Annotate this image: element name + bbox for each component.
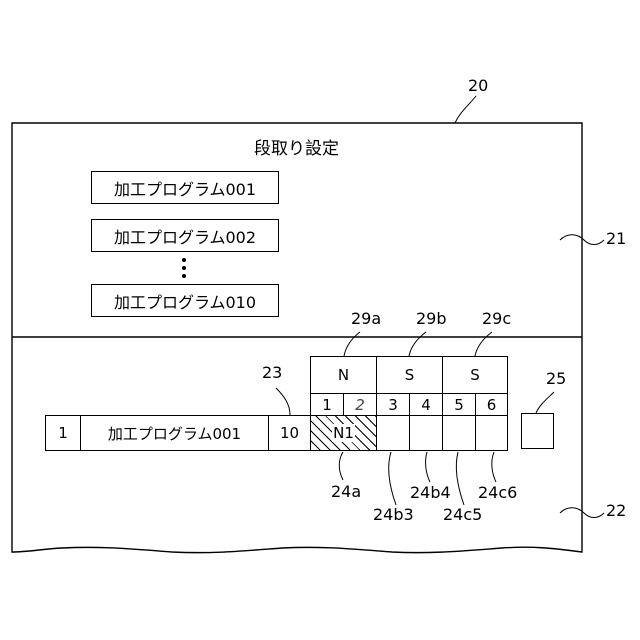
- extra-box-25[interactable]: [521, 413, 554, 449]
- ref-label-24a: 24a: [331, 483, 361, 501]
- group-header-29b: S: [376, 356, 443, 394]
- ref-label-24c6: 24c6: [478, 484, 517, 502]
- setup-title: 段取り設定: [254, 134, 339, 159]
- leader-20: [455, 96, 476, 123]
- slot-content-24c6[interactable]: [475, 415, 508, 451]
- ref-label-24c5: 24c5: [443, 506, 482, 524]
- slot-number: 1: [310, 393, 344, 416]
- leader-29a: [344, 332, 360, 356]
- group-header-29c: S: [442, 356, 508, 394]
- leader-24a: [339, 452, 343, 480]
- slot-number: 5: [442, 393, 476, 416]
- ref-label-25: 25: [546, 370, 566, 388]
- row-index-cell: 1: [45, 415, 81, 451]
- ref-label-21: 21: [606, 230, 626, 248]
- slot-number: 3: [376, 393, 410, 416]
- leader-24c5: [456, 452, 464, 505]
- slot-content-24a[interactable]: N1: [310, 415, 377, 451]
- ref-label-24b4: 24b4: [410, 484, 451, 502]
- slot-number: 2: [343, 393, 377, 416]
- slot-content-24b3[interactable]: [376, 415, 410, 451]
- ellipsis-dots: [182, 258, 188, 282]
- slot-content-24b4[interactable]: [409, 415, 443, 451]
- slot-content-label: N1: [332, 424, 355, 442]
- program-list-item[interactable]: 加工プログラム010: [91, 284, 279, 317]
- ref-label-24b3: 24b3: [373, 506, 414, 524]
- ref-label-29c: 29c: [482, 310, 511, 328]
- group-header-29a: N: [310, 356, 377, 394]
- ref-label-29a: 29a: [351, 310, 381, 328]
- ref-label-22: 22: [606, 502, 626, 520]
- leader-29b: [409, 332, 426, 356]
- slot-content-24c5[interactable]: [442, 415, 476, 451]
- ref-label-29b: 29b: [416, 310, 447, 328]
- row-program-cell[interactable]: 加工プログラム001: [80, 415, 269, 451]
- program-list-item[interactable]: 加工プログラム001: [91, 171, 279, 204]
- ref-label-20: 20: [468, 77, 488, 95]
- program-list-item[interactable]: 加工プログラム002: [91, 219, 279, 252]
- leader-24c6: [492, 452, 496, 482]
- slot-number: 6: [475, 393, 508, 416]
- leader-23: [276, 388, 290, 415]
- ref-label-23: 23: [262, 364, 282, 382]
- leader-29c: [475, 332, 492, 356]
- leader-24b4: [426, 452, 430, 482]
- leader-24b3: [389, 452, 396, 505]
- leader-25: [536, 392, 554, 413]
- row-count-cell: 10: [268, 415, 311, 451]
- slot-number: 4: [409, 393, 443, 416]
